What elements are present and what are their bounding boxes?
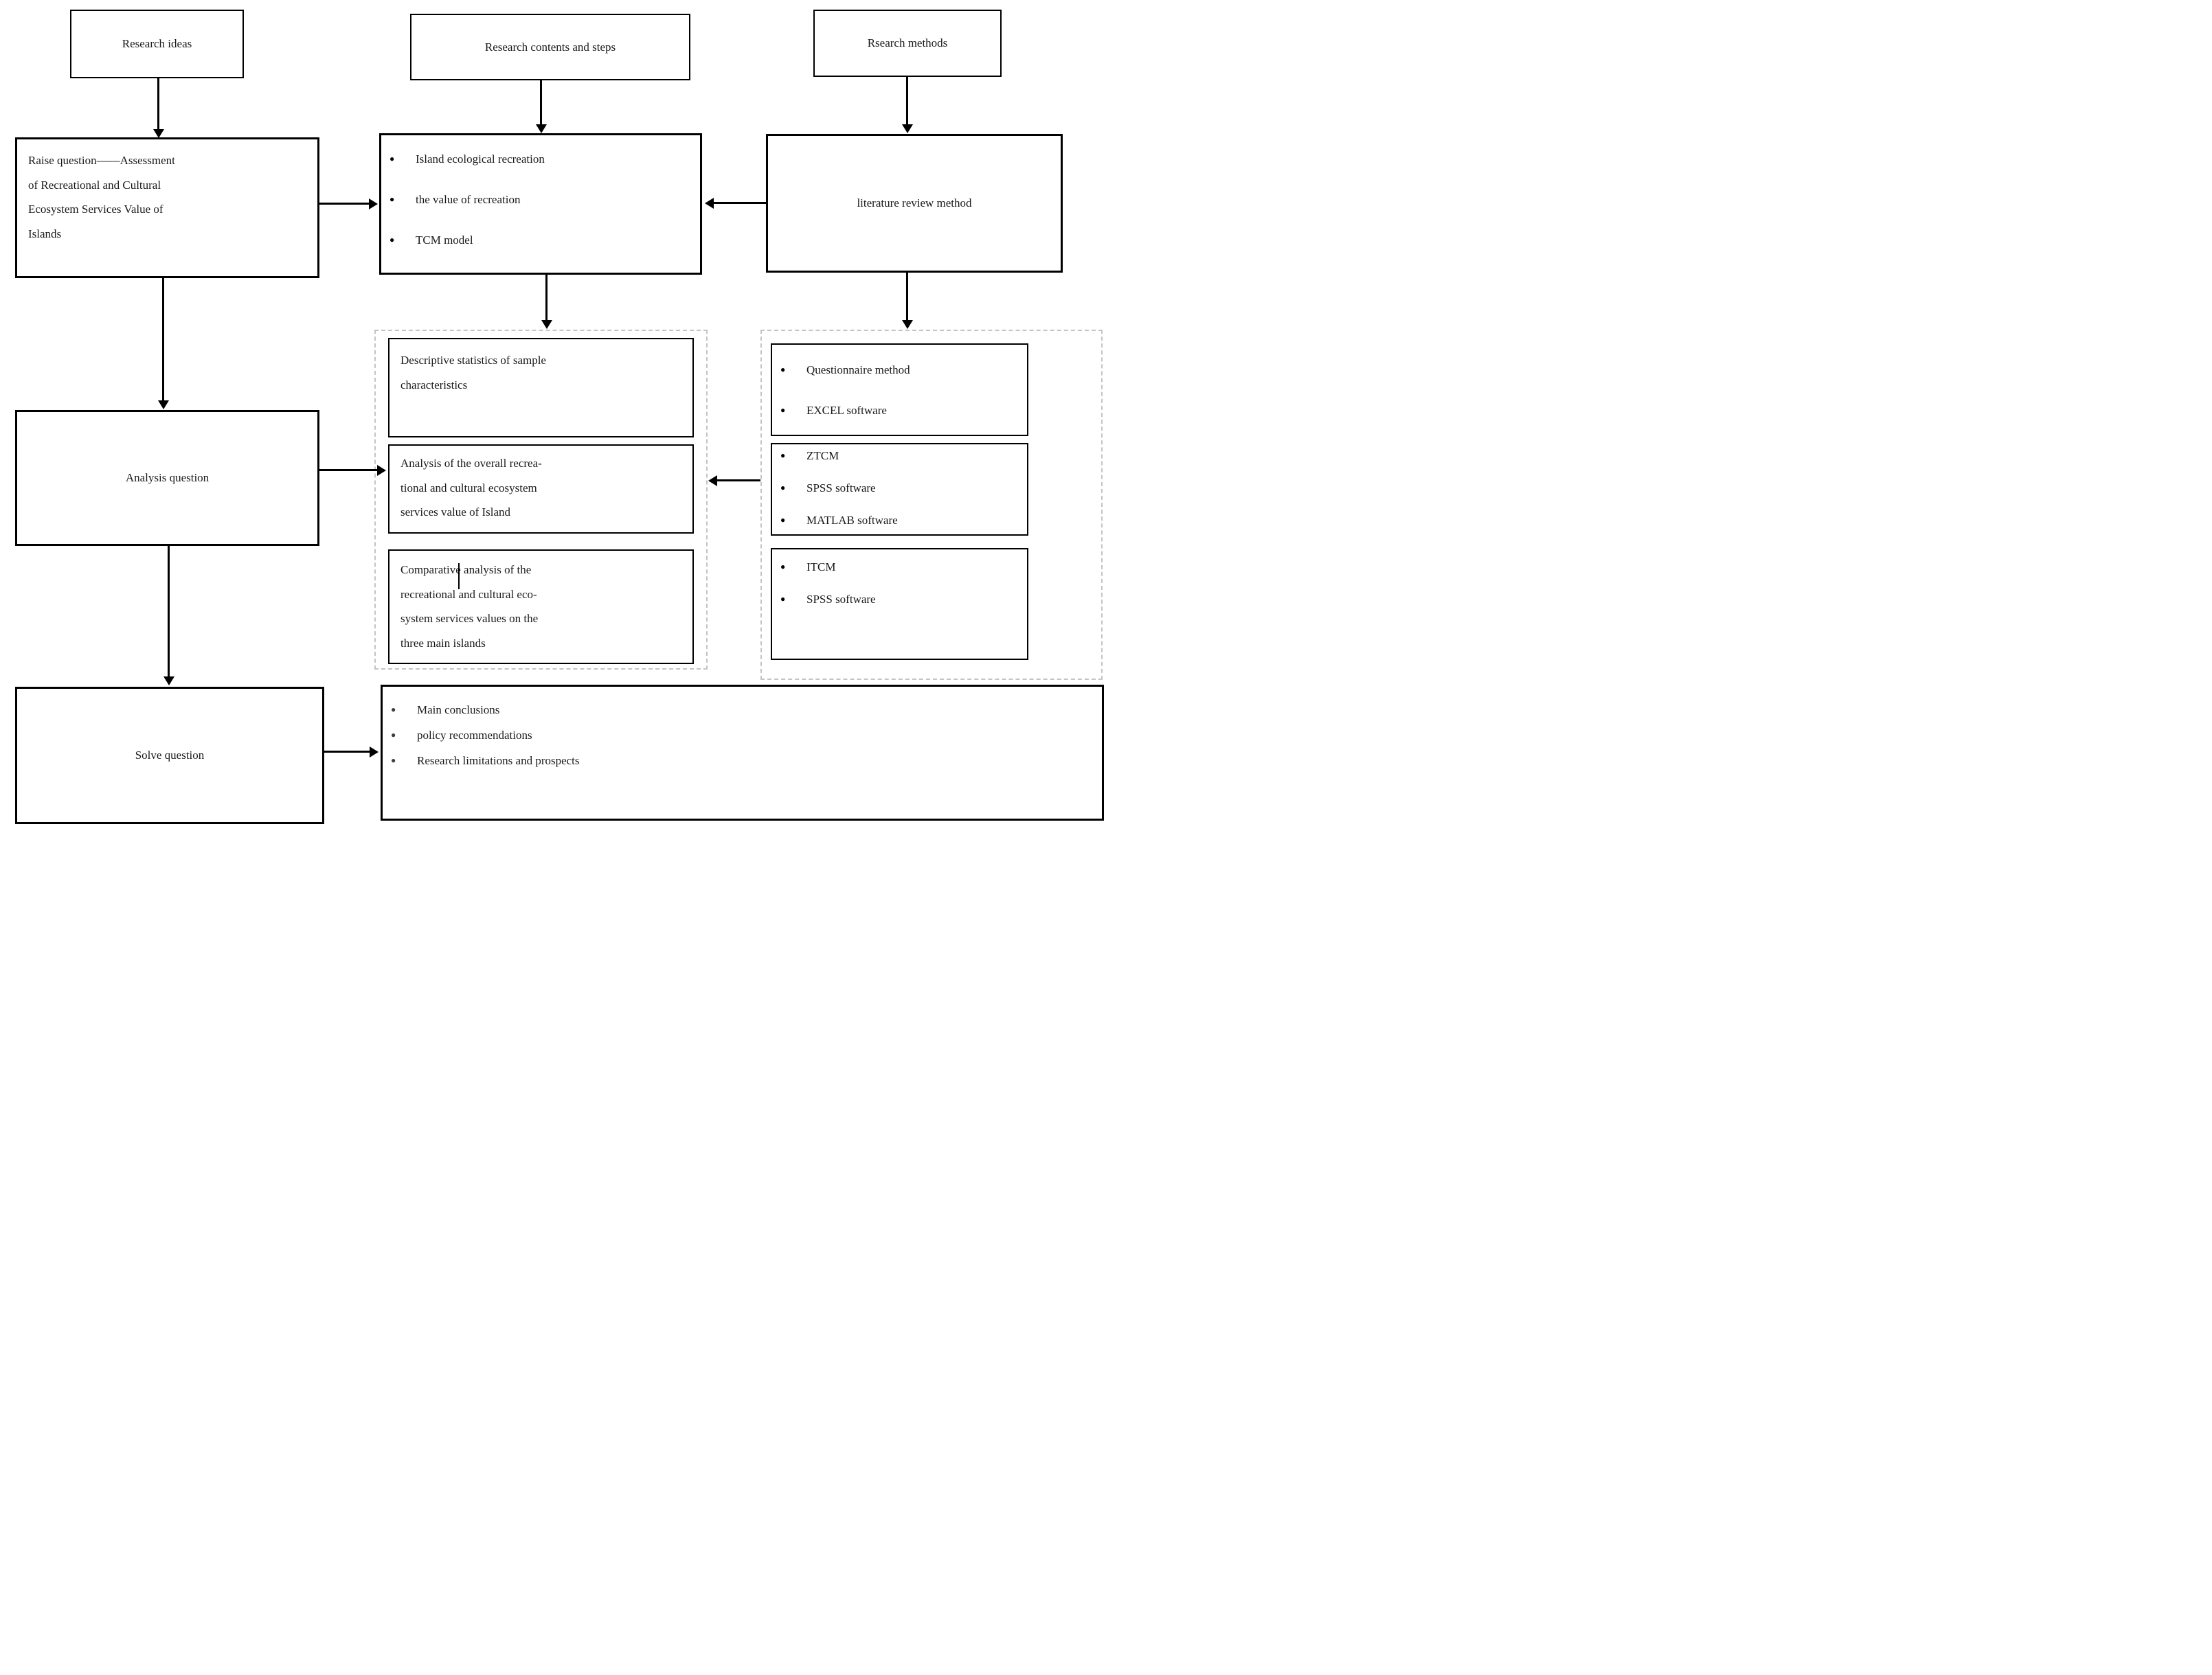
arrow-head-icon: [370, 747, 379, 757]
dashed-container-analysis-steps: [374, 330, 708, 670]
box-step-descriptive-statistics: Descriptive statistics of sample charact…: [388, 338, 694, 437]
flowchart-canvas: Research ideas Research contents and ste…: [0, 0, 1106, 838]
solve-question-label: Solve question: [135, 749, 205, 762]
method-label: MATLAB software: [806, 514, 898, 527]
conclusion-label: policy recommendations: [417, 729, 532, 742]
arrow-head-icon: [377, 465, 386, 476]
box-method-itcm: ● ITCM ● SPSS software: [771, 548, 1028, 660]
list-item: ● ITCM: [772, 559, 1022, 575]
list-item: ● Main conclusions: [383, 702, 1096, 718]
arrow-line: [157, 77, 159, 130]
list-item: ● the value of recreation: [381, 192, 695, 207]
content-bullet-label: the value of recreation: [416, 193, 521, 206]
bullet-icon: ●: [780, 483, 786, 492]
method-label: SPSS software: [806, 593, 876, 606]
literature-review-label: literature review method: [857, 196, 972, 209]
arrow-line: [168, 546, 170, 676]
method-group3-list: ● ITCM ● SPSS software: [772, 549, 1027, 607]
bullet-icon: ●: [390, 194, 395, 204]
list-item: ● ZTCM: [772, 448, 1022, 464]
bullet-icon: ●: [780, 365, 786, 374]
content-bullet-list: ● Island ecological recreation ● the val…: [381, 135, 700, 248]
box-research-ideas: Research ideas: [70, 10, 244, 78]
arrow-line: [324, 751, 371, 753]
dashed-container-method-tools: [760, 330, 1103, 680]
content-bullet-label: Island ecological recreation: [416, 152, 545, 166]
arrow-line: [162, 278, 164, 402]
bullet-icon: ●: [390, 235, 395, 244]
list-item: ● MATLAB software: [772, 512, 1022, 528]
list-item: ● TCM model: [381, 232, 695, 248]
list-item: ● Questionnaire method: [772, 362, 1022, 378]
research-methods-label: Rsearch methods: [867, 36, 948, 49]
arrow-head-icon: [902, 320, 913, 329]
bullet-icon: ●: [780, 594, 786, 604]
bullet-icon: ●: [780, 405, 786, 415]
list-item: ● SPSS software: [772, 480, 1022, 496]
box-solve-question: Solve question: [15, 687, 324, 824]
list-item: ● EXCEL software: [772, 402, 1022, 418]
box-raise-question: Raise question——Assessment of Recreation…: [15, 137, 319, 278]
arrow-line: [906, 77, 908, 126]
arrow-head-icon: [536, 124, 547, 133]
content-bullet-label: TCM model: [416, 233, 473, 247]
method-label: Questionnaire method: [806, 363, 910, 376]
bullet-icon: ●: [391, 755, 396, 765]
step3-text: Comparative analysis of the recreational…: [400, 563, 539, 650]
arrow-head-icon: [163, 676, 174, 685]
arrow-head-icon: [708, 475, 717, 486]
bullet-icon: ●: [390, 154, 395, 163]
method-label: ZTCM: [806, 449, 839, 462]
list-item: ● Island ecological recreation: [381, 151, 695, 167]
box-research-contents-steps: Research contents and steps: [410, 14, 690, 80]
step2-text: Analysis of the overall recrea- tional a…: [400, 457, 542, 519]
bullet-icon: ●: [780, 451, 786, 460]
arrow-head-icon: [705, 198, 714, 209]
arrow-head-icon: [369, 198, 378, 209]
arrow-head-icon: [153, 129, 164, 138]
bullet-icon: ●: [780, 515, 786, 525]
analysis-question-label: Analysis question: [125, 471, 210, 484]
method-group2-list: ● ZTCM ● SPSS software ● MATLAB software: [772, 444, 1027, 528]
box-research-content-bullets: ● Island ecological recreation ● the val…: [379, 133, 702, 275]
bullet-icon: ●: [391, 705, 396, 714]
method-label: EXCEL software: [806, 404, 887, 417]
box-step-overall-analysis: Analysis of the overall recrea- tional a…: [388, 444, 694, 534]
arrow-line: [319, 469, 379, 471]
box-method-questionnaire: ● Questionnaire method ● EXCEL software: [771, 343, 1028, 436]
conclusion-label: Main conclusions: [417, 703, 500, 716]
text-cursor-artifact: [458, 563, 460, 589]
method-label: ITCM: [806, 560, 836, 573]
method-group1-list: ● Questionnaire method ● EXCEL software: [772, 345, 1027, 418]
conclusion-list: ● Main conclusions ● policy recommendati…: [383, 687, 1102, 768]
step1-text: Descriptive statistics of sample charact…: [400, 354, 546, 391]
box-literature-review: literature review method: [766, 134, 1063, 273]
bullet-icon: ●: [391, 730, 396, 740]
arrow-head-icon: [541, 320, 552, 329]
arrow-line: [319, 203, 370, 205]
box-analysis-question: Analysis question: [15, 410, 319, 546]
arrow-line: [545, 275, 548, 321]
box-step-comparative-analysis: Comparative analysis of the recreational…: [388, 549, 694, 664]
bullet-icon: ●: [780, 562, 786, 571]
arrow-line: [540, 79, 542, 126]
method-label: SPSS software: [806, 481, 876, 494]
research-contents-steps-label: Research contents and steps: [484, 40, 616, 54]
arrow-line: [713, 202, 766, 204]
list-item: ● policy recommendations: [383, 727, 1096, 743]
list-item: ● Research limitations and prospects: [383, 753, 1096, 768]
box-method-ztcm: ● ZTCM ● SPSS software ● MATLAB software: [771, 443, 1028, 536]
arrow-line: [906, 273, 908, 321]
arrow-head-icon: [902, 124, 913, 133]
box-conclusions: ● Main conclusions ● policy recommendati…: [381, 685, 1104, 821]
box-research-methods: Rsearch methods: [813, 10, 1002, 77]
arrow-head-icon: [158, 400, 169, 409]
conclusion-label: Research limitations and prospects: [417, 754, 580, 767]
research-ideas-label: Research ideas: [122, 37, 192, 50]
raise-question-text: Raise question——Assessment of Recreation…: [28, 154, 175, 241]
arrow-line: [716, 479, 760, 481]
list-item: ● SPSS software: [772, 591, 1022, 607]
